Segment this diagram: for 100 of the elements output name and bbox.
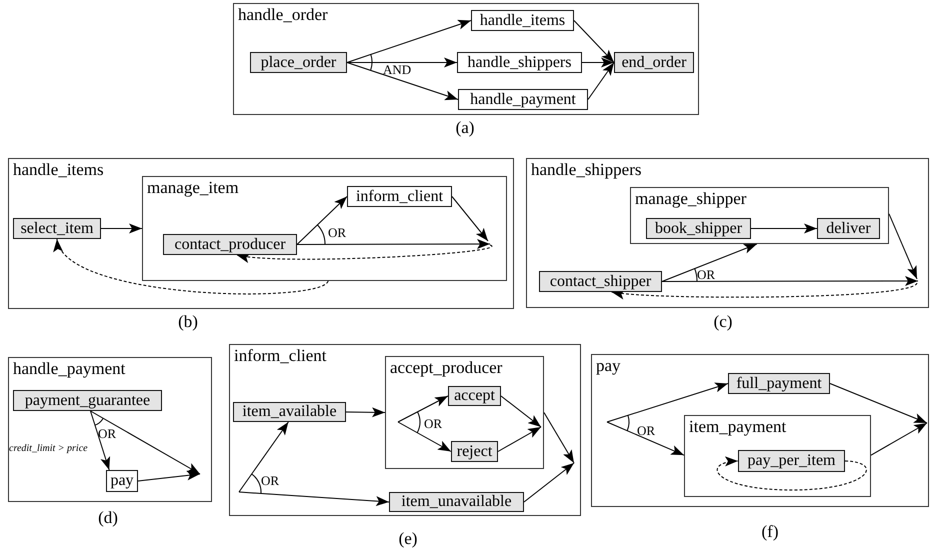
frame-title: handle_shippers <box>531 160 642 180</box>
split-label: OR <box>637 424 656 437</box>
activity-box <box>471 10 574 31</box>
activity-label: payment_guarantee <box>24 392 150 410</box>
activity-label: item_unavailable <box>401 493 512 511</box>
frame-title: handle_order <box>238 5 328 25</box>
activity-box <box>106 470 138 492</box>
arrow <box>346 407 386 418</box>
process-frame <box>630 187 889 244</box>
frame-title: manage_shipper <box>635 189 746 209</box>
activity-box <box>451 441 498 462</box>
panel-caption: (a) <box>456 119 474 136</box>
activity-box <box>233 402 346 422</box>
activity-box <box>13 390 162 411</box>
activity-box <box>448 386 501 406</box>
arrow <box>870 422 928 456</box>
dashed-arrow <box>716 457 867 490</box>
arrow <box>398 422 452 452</box>
arrow <box>138 470 200 482</box>
arrow <box>346 62 458 100</box>
panel-caption: (c) <box>714 313 732 330</box>
arrow <box>498 426 542 452</box>
activity-box <box>163 234 297 255</box>
activity-box <box>817 218 880 239</box>
activity-box <box>539 271 662 292</box>
activity-box <box>458 89 588 110</box>
arrow <box>524 462 574 502</box>
arrow <box>582 58 614 68</box>
panel-caption: (f) <box>762 523 778 540</box>
arrow <box>90 410 200 474</box>
frame-title: inform_client <box>234 346 327 366</box>
activity-box <box>13 218 101 239</box>
activity-label: pay <box>110 472 134 490</box>
arrow <box>238 492 390 506</box>
activity-label: contact_shipper <box>550 272 652 290</box>
arrow <box>296 239 490 250</box>
frame-title: handle_items <box>13 160 104 180</box>
activity-box <box>250 52 347 73</box>
activity-label: item_available <box>242 403 337 421</box>
process-frame <box>142 176 507 281</box>
split-label: OR <box>261 474 280 487</box>
activity-label: reject <box>456 442 492 460</box>
activity-label: inform_client <box>356 188 444 206</box>
frame-title: accept_producer <box>390 358 502 378</box>
activity-box <box>614 52 694 73</box>
activity-box <box>457 52 582 73</box>
arrow <box>452 196 488 242</box>
activity-box <box>389 492 524 512</box>
arrow <box>100 224 142 234</box>
arrow <box>662 276 918 286</box>
panel-caption: (b) <box>178 313 198 330</box>
activity-label: handle_payment <box>470 90 576 108</box>
activity-label: contact_producer <box>174 236 286 254</box>
frame-title: manage_item <box>147 178 239 198</box>
activity-label: book_shipper <box>654 220 742 238</box>
arrow <box>346 58 458 68</box>
arrow <box>500 396 542 428</box>
arrow <box>662 244 758 282</box>
frame-title: item_payment <box>689 417 786 437</box>
process-frame <box>229 344 581 516</box>
arrow <box>238 422 289 492</box>
process-frame <box>8 158 514 309</box>
dashed-arrow <box>56 238 329 294</box>
activity-label: handle_shippers <box>468 54 572 72</box>
split-label: OR <box>697 268 716 281</box>
edge-label: credit_limit > price <box>9 443 88 455</box>
activity-label: handle_items <box>480 12 566 30</box>
process-frame <box>385 356 544 469</box>
split-label: AND <box>383 63 412 76</box>
arrow <box>346 20 472 63</box>
activity-label: deliver <box>826 220 871 238</box>
activity-label: full_payment <box>736 374 822 392</box>
panel-caption: (d) <box>98 509 118 526</box>
activity-label: accept <box>454 387 495 405</box>
dashed-arrow <box>236 244 492 262</box>
split-label: OR <box>424 417 442 430</box>
arrow <box>296 196 348 245</box>
activity-label: place_order <box>260 54 336 72</box>
process-frame <box>526 158 929 308</box>
split-label: OR <box>328 226 346 239</box>
activity-label: end_order <box>622 54 686 72</box>
arrow <box>750 224 818 234</box>
arrow <box>888 213 918 280</box>
split-label: OR <box>98 427 116 440</box>
arrow <box>398 396 448 422</box>
arrow <box>606 382 728 422</box>
arrow <box>606 422 684 456</box>
process-frame <box>684 415 871 497</box>
activity-label: select_item <box>20 220 94 238</box>
panel-caption: (e) <box>398 530 418 547</box>
process-frame <box>233 3 699 115</box>
activity-box <box>728 373 830 394</box>
activity-box <box>347 186 452 207</box>
arrow <box>574 20 614 63</box>
activity-label: pay_per_item <box>748 452 836 470</box>
frame-title: handle_payment <box>13 359 126 379</box>
arrow <box>90 410 110 470</box>
arrow <box>588 62 614 100</box>
dashed-arrow <box>611 282 918 299</box>
arrow <box>830 383 928 424</box>
